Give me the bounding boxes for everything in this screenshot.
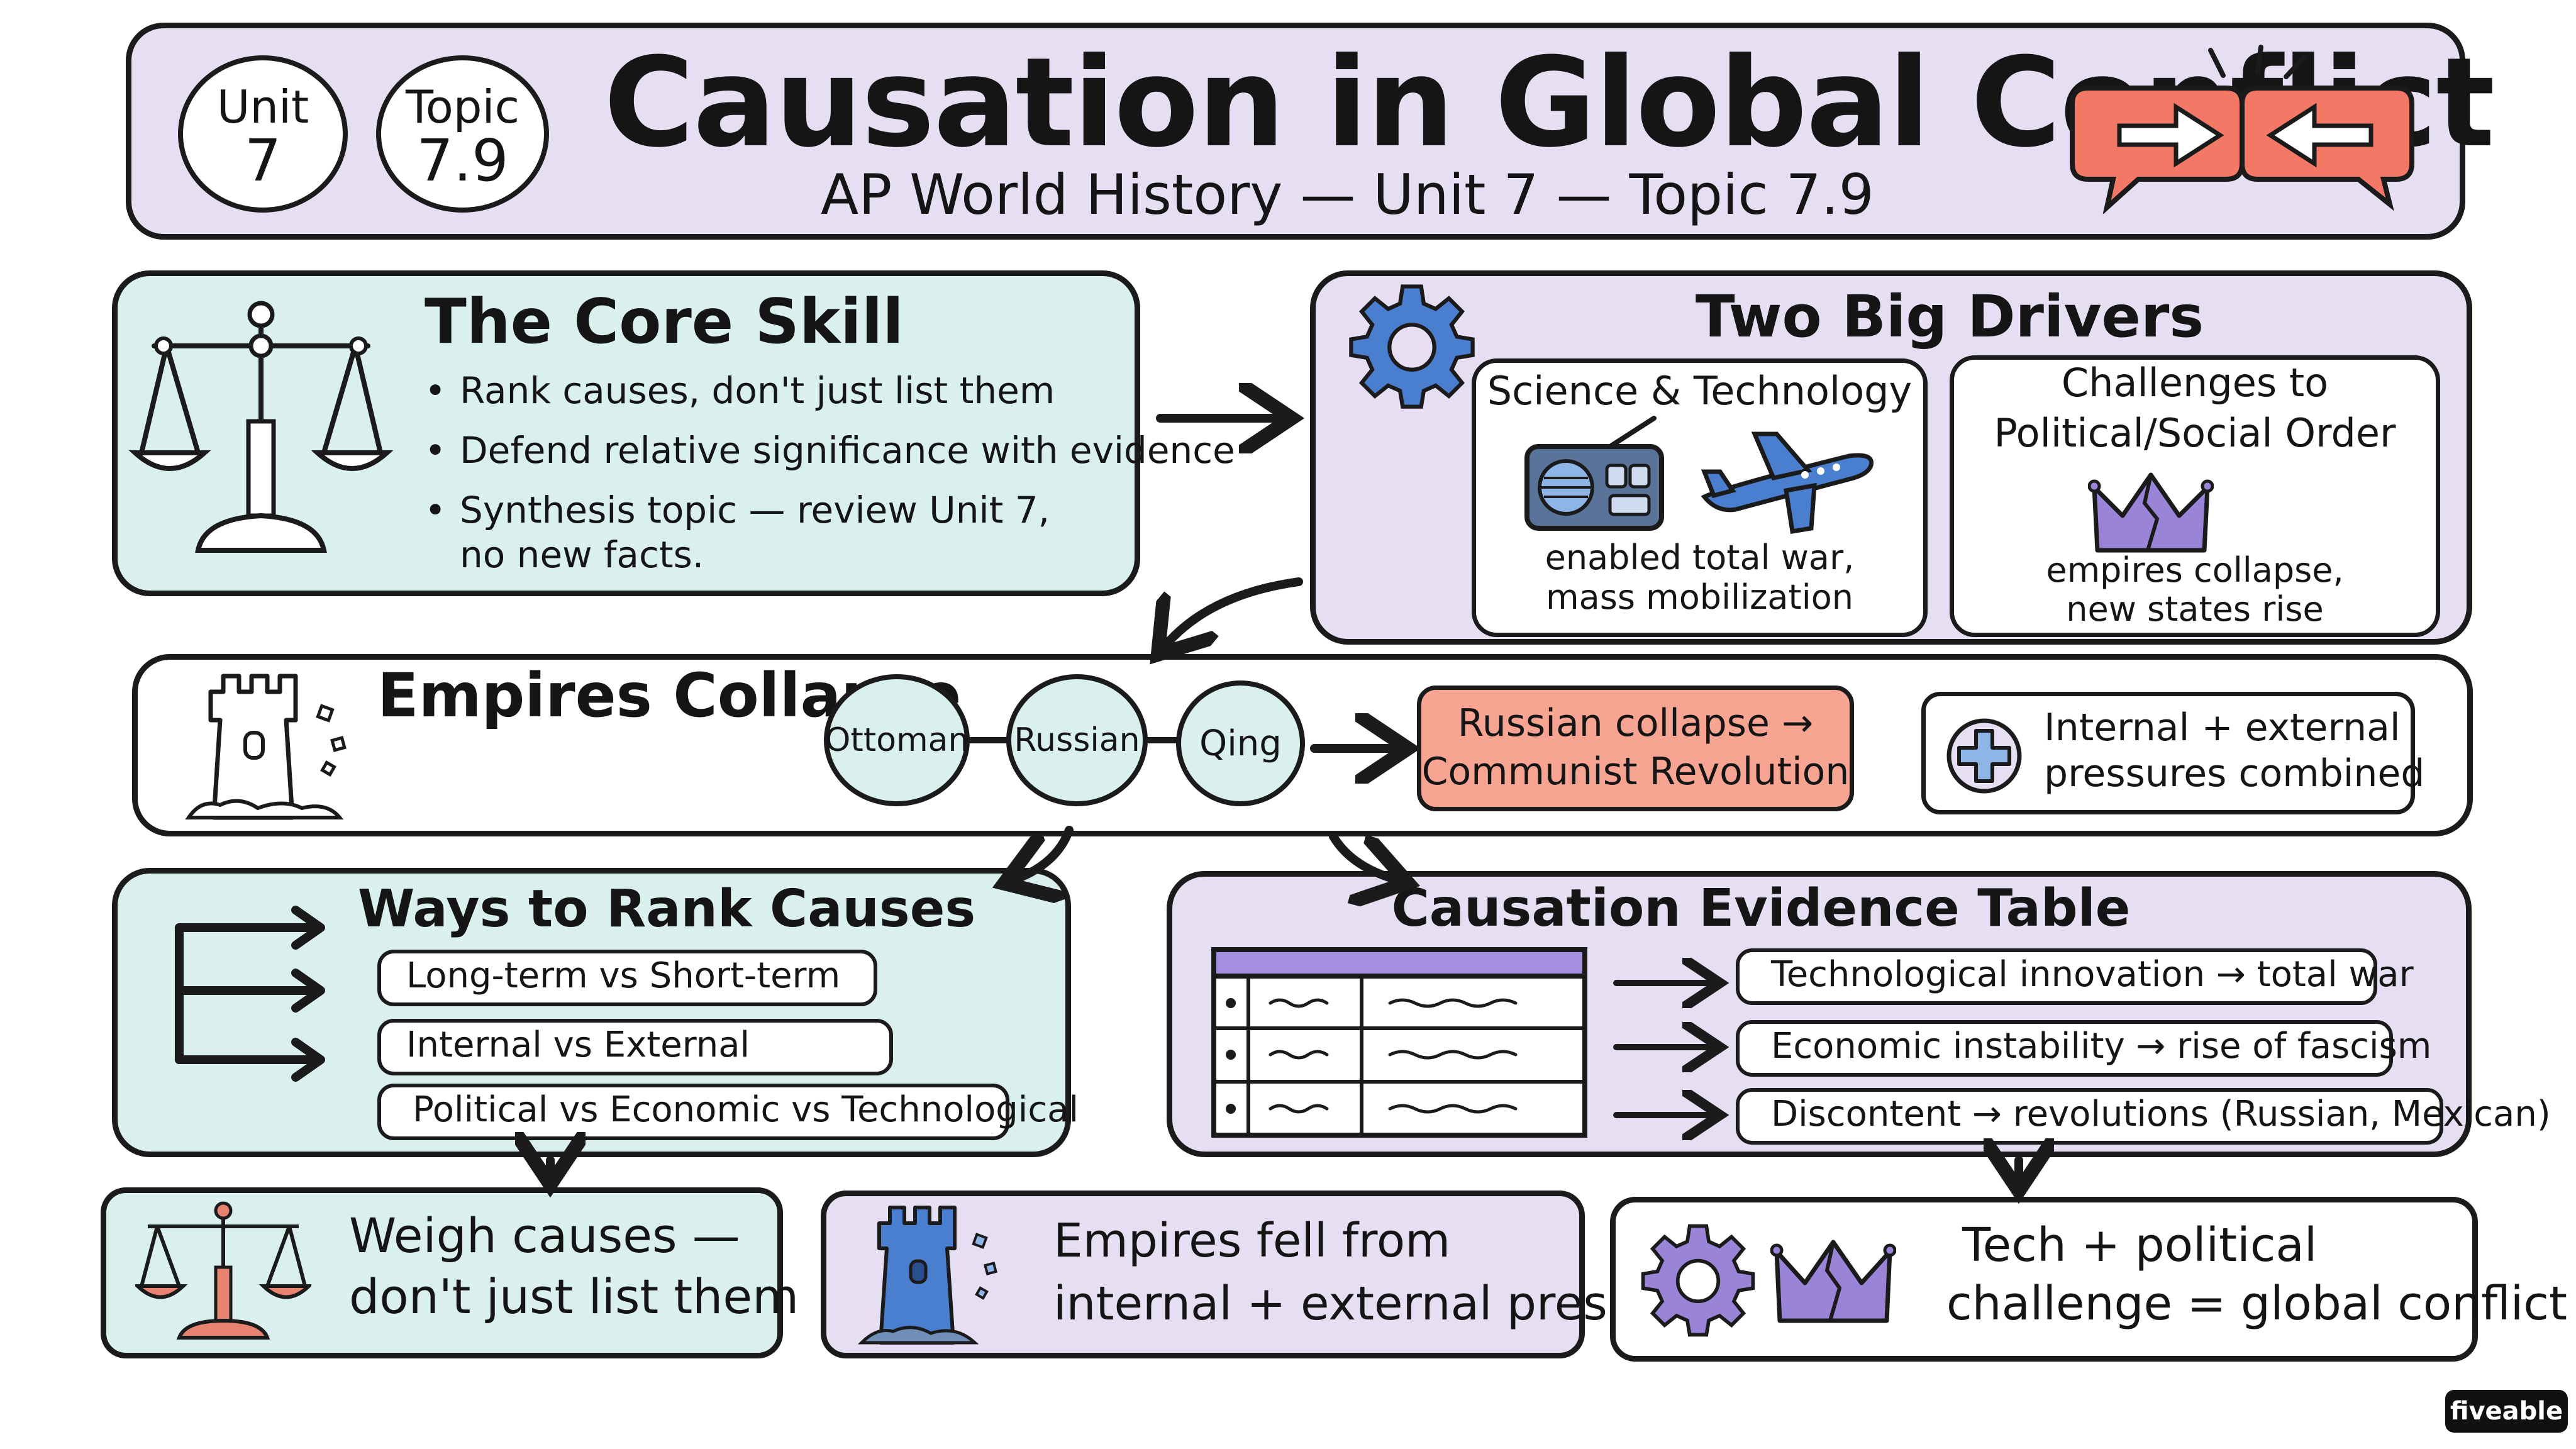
evidence-row-tech: Technological innovation → total war [1736,948,2414,1005]
core-skill-title: The Core Skill [425,286,904,358]
airplane-icon [1701,431,1874,535]
page-subtitle: AP World History — Unit 7 — Topic 7.9 [821,162,1874,227]
arrow-drivers-to-empires [1163,577,1303,648]
challenges-title-2: Political/Social Order [1994,410,2396,456]
challenges-card [1950,355,2440,637]
unit-badge-value: 7 [244,127,282,194]
empire-russian: Russian [1006,674,1148,806]
blue-tower-icon [857,1206,998,1345]
empire-qing: Qing [1176,680,1305,806]
pressures-line-2: pressures combined [2044,752,2425,796]
core-skill-bullet: Rank causes, don't just list them [425,366,1235,426]
purple-broken-crown-icon [1770,1240,1896,1323]
balance-scale-icon [129,301,393,553]
empire-qing-label: Qing [1199,723,1282,764]
table-icon [1211,947,1587,1138]
empire-ottoman-label: Ottoman [824,721,969,759]
russian-collapse-line-2: Communist Revolution [1421,750,1850,794]
topic-badge: Topic 7.9 [376,55,549,213]
red-scale-icon [135,1201,311,1340]
summary-empires-line-1: Empires fell from [1053,1214,1451,1268]
evidence-row-economic: Economic instability → rise of fascism [1736,1020,2431,1077]
summary-weigh-line-1: Weigh causes — [349,1208,740,1263]
core-skill-bullets: Rank causes, don't just list them Defend… [425,366,1235,535]
rank-item-political-economic: Political vs Economic vs Technological [377,1084,1079,1140]
gear-icon [1349,284,1475,409]
rank-item-long-short: Long-term vs Short-term [377,950,877,1006]
challenges-caption-2: new states rise [2066,589,2324,629]
fiveable-logo: fiveable [2445,1390,2568,1433]
rank-item-internal-external: Internal vs External [377,1019,893,1075]
summary-empires-line-2: internal + external pressure [1053,1277,1708,1331]
branch-arrows-icon [175,906,325,1082]
core-skill-bullet: Synthesis topic — review Unit 7, [425,486,1235,535]
plus-circle-icon [1946,718,2022,794]
drivers-title: Two Big Drivers [1695,283,2204,350]
evidence-title: Causation Evidence Table [1391,879,2131,938]
fiveable-logo-text: fiveable [2450,1397,2563,1426]
pressures-line-1: Internal + external [2044,706,2401,750]
topic-badge-value: 7.9 [416,127,509,194]
science-tech-card [1472,358,1928,637]
science-tech-caption-2: mass mobilization [1546,577,1853,617]
unit-badge: Unit 7 [178,55,348,213]
radio-icon [1524,416,1664,531]
rank-title: Ways to Rank Causes [357,879,976,939]
summary-weigh-line-2: don't just list them [349,1269,799,1324]
purple-gear-icon [1641,1224,1755,1337]
science-tech-caption-1: enabled total war, [1545,538,1855,577]
empire-ottoman: Ottoman [824,674,970,806]
broken-crown-icon [2088,472,2214,553]
evidence-row-discontent: Discontent → revolutions (Russian, Mexic… [1736,1088,2551,1145]
core-skill-bullet: Defend relative significance with eviden… [425,426,1235,486]
challenges-caption-1: empires collapse, [2046,550,2344,590]
summary-tech-line-2: challenge = global conflict [1946,1277,2567,1331]
core-skill-bullet-continued: no new facts. [460,533,704,576]
summary-tech-line-1: Tech + political [1962,1218,2318,1272]
science-tech-title: Science & Technology [1487,368,1913,414]
topic-badge-label: Topic [405,80,520,133]
debate-arrows-icon [2070,45,2414,214]
crumbling-tower-icon [185,674,347,820]
challenges-title-1: Challenges to [2061,360,2329,406]
russian-collapse-line-1: Russian collapse → [1457,701,1814,745]
empire-russian-label: Russian [1014,721,1140,759]
russian-collapse-box [1417,686,1854,811]
unit-badge-label: Unit [216,80,309,133]
